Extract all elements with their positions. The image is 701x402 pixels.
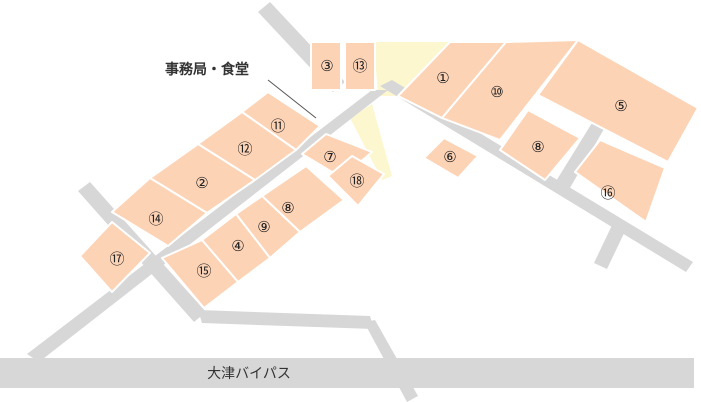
lot-14[interactable]: [111, 177, 208, 247]
lot-16[interactable]: [574, 139, 666, 223]
lot-label-6: ⑥: [443, 148, 456, 166]
lot-5[interactable]: [537, 39, 699, 163]
lot-label-10: ⑩: [490, 83, 503, 101]
lot-15[interactable]: [161, 239, 239, 309]
road-east-cross: [553, 123, 604, 193]
lot-label-2: ②: [195, 174, 208, 192]
highway-label: 大津バイパス: [207, 365, 291, 381]
lot-18[interactable]: [327, 155, 385, 207]
lot-6[interactable]: [423, 137, 479, 179]
lot-label-8a: ⑧: [281, 199, 294, 217]
lot-label-8b: ⑧: [531, 138, 544, 156]
lot-label-3: ③: [320, 57, 333, 75]
lots: [79, 39, 699, 309]
lot-label-16: ⑯: [600, 184, 615, 202]
lot-labels: ① ⑩ ⑤ ⑧ ⑯ ⑥ ③ ⑬ ⑪ ⑫ ② ⑭ ⑰ ⑦ ⑱ ⑧ ⑨ ④ ⑮: [109, 57, 627, 280]
office-label: 事務局・食堂: [165, 61, 249, 77]
road-south-segment: [198, 310, 374, 329]
lot-17[interactable]: [79, 221, 151, 293]
lot-label-18: ⑱: [349, 172, 364, 190]
lot-label-14: ⑭: [148, 210, 163, 228]
road-east-south: [594, 221, 627, 269]
office-leader-line: [267, 79, 317, 119]
lot-label-17: ⑰: [109, 250, 124, 268]
road-main-diagonal: [27, 90, 388, 362]
plaza-area-center: [350, 104, 392, 180]
highway-road: [0, 358, 694, 388]
lot-8b[interactable]: [499, 109, 581, 181]
lot-label-13: ⑬: [352, 57, 367, 75]
lot-label-7: ⑦: [323, 148, 336, 166]
lot-label-15: ⑮: [196, 262, 211, 280]
lot-label-12: ⑫: [237, 140, 252, 158]
lot-label-1: ①: [436, 69, 449, 87]
lot-13[interactable]: [344, 41, 376, 91]
lot-label-4: ④: [231, 237, 244, 255]
lot-label-11: ⑪: [270, 117, 285, 135]
lot-label-9: ⑨: [257, 218, 270, 236]
lot-3[interactable]: [310, 41, 342, 91]
lot-label-5: ⑤: [614, 97, 627, 115]
